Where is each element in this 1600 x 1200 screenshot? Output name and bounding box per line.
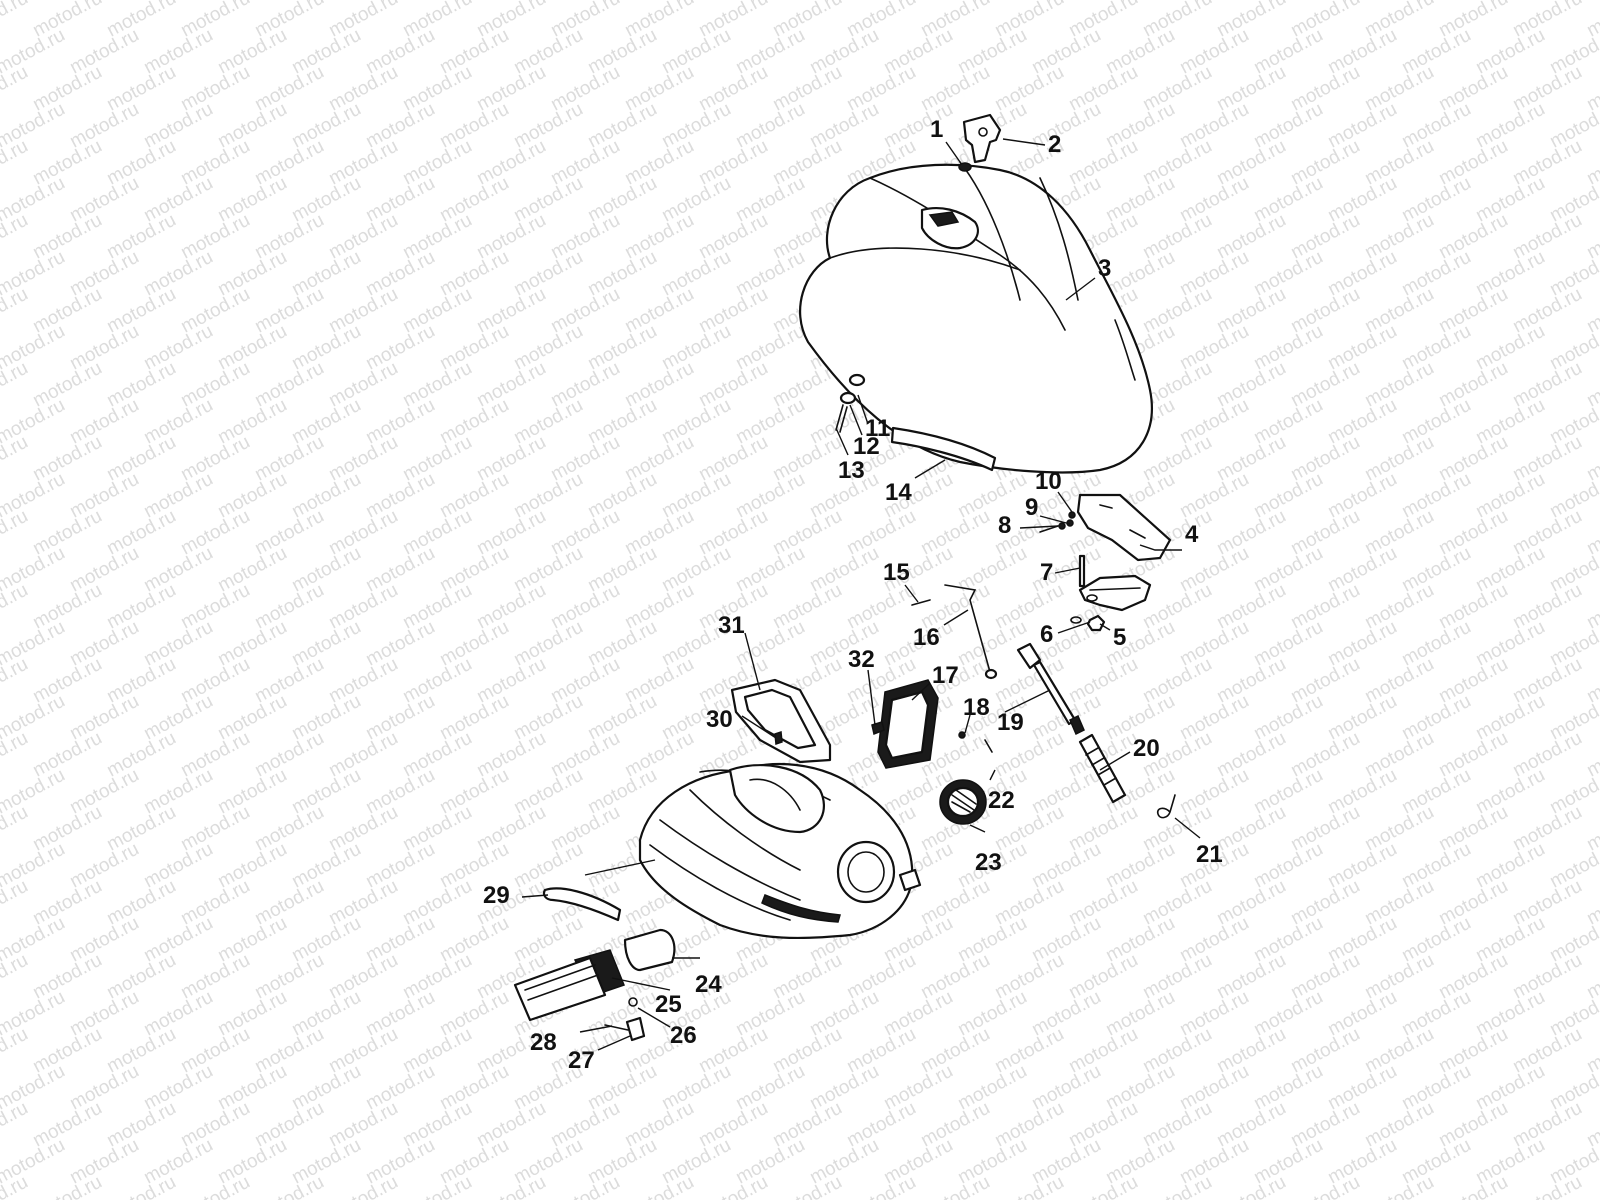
watermark-text: motod.ru (0, 1024, 32, 1078)
callout-6: 6 (1040, 621, 1053, 648)
callout-15: 15 (883, 559, 910, 586)
callout-13: 13 (838, 457, 865, 484)
watermark-text: motod.ru (473, 1172, 549, 1200)
watermark-text: motod.ru (1361, 1172, 1437, 1200)
callout-14: 14 (885, 479, 912, 506)
wire-clip (1156, 794, 1176, 819)
callout-22: 22 (988, 787, 1015, 814)
callout-9: 9 (1025, 494, 1038, 521)
callout-18: 18 (963, 694, 990, 721)
callout-27: 27 (568, 1047, 595, 1074)
watermark-text: motod.ru (0, 580, 32, 634)
callout-10: 10 (1035, 468, 1062, 495)
callout-20: 20 (1133, 735, 1160, 762)
watermark-text: motod.ru (0, 432, 32, 486)
callout-25: 25 (655, 991, 682, 1018)
watermark-text: motod.ru (0, 210, 32, 264)
watermark-text: motod.ru (251, 1172, 327, 1200)
watermark-text: motod.ru (695, 1172, 771, 1200)
callout-26: 26 (670, 1022, 697, 1049)
callout-12: 12 (853, 433, 880, 460)
callout-3: 3 (1098, 255, 1111, 282)
watermark-text: motod.ru (1435, 1172, 1511, 1200)
callout-19: 19 (997, 709, 1024, 736)
watermark-text: motod.ru (991, 1172, 1067, 1200)
filler-cap (939, 779, 987, 825)
watermark-text: motod.ru (0, 358, 32, 412)
callout-5: 5 (1113, 624, 1126, 651)
watermark-text: motod.ru (0, 62, 32, 116)
watermark-text: motod.ru (1065, 1172, 1141, 1200)
watermark-text: motod.ru (0, 728, 32, 782)
callout-7: 7 (1040, 559, 1053, 586)
watermark-text: motod.ru (0, 284, 32, 338)
callout-24: 24 (695, 971, 722, 998)
frame-screw (774, 730, 783, 746)
watermark-text: motod.ru (1287, 1172, 1363, 1200)
callout-29: 29 (483, 882, 510, 909)
callout-31: 31 (718, 612, 745, 639)
watermark-text: motod.ru (0, 802, 32, 856)
watermark-text: motod.ru (0, 876, 32, 930)
watermark-text: motod.ru (769, 1172, 845, 1200)
callout-28: 28 (530, 1029, 557, 1056)
watermark-text: motod.ru (1213, 1172, 1289, 1200)
callout-2: 2 (1048, 131, 1061, 158)
watermark-text: motod.ru (0, 0, 32, 41)
watermark-text: motod.ru (0, 654, 32, 708)
watermark-text: motod.ru (177, 1172, 253, 1200)
watermark-text: motod.ru (399, 1172, 475, 1200)
watermark-text: motod.ru (1509, 1172, 1585, 1200)
watermark-text: motod.ru (29, 1172, 105, 1200)
watermark-text: motod.ru (0, 136, 32, 190)
callout-1: 1 (930, 116, 943, 143)
watermark-text: motod.ru (1583, 1172, 1600, 1200)
watermark-text: motod.ru (0, 1098, 32, 1152)
watermark-text: motod.ru (0, 950, 32, 1004)
watermark-text: motod.ru (547, 1172, 623, 1200)
callout-23: 23 (975, 849, 1002, 876)
watermark-text: motod.ru (917, 1172, 993, 1200)
watermark-text: motod.ru (1139, 1172, 1215, 1200)
callout-21: 21 (1196, 841, 1223, 868)
watermark-text: motod.ru (103, 1172, 179, 1200)
watermark-text: motod.ru (621, 1172, 697, 1200)
callout-30: 30 (706, 706, 733, 733)
watermark-text: motod.ru (843, 1172, 919, 1200)
watermark-text: motod.ru (325, 1172, 401, 1200)
callout-8: 8 (998, 512, 1011, 539)
watermark-text: motod.ru (0, 506, 32, 560)
callout-17: 17 (932, 662, 959, 689)
callout-4: 4 (1185, 521, 1199, 548)
callout-16: 16 (913, 624, 940, 651)
callout-32: 32 (848, 646, 875, 673)
